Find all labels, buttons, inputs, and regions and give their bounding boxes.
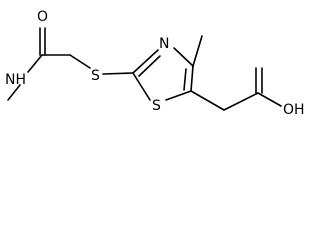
ch2-carboxyl-bond <box>223 92 259 111</box>
ring-methyl-bond <box>192 35 203 67</box>
ring-c4-c5-double-bond-b <box>183 68 187 91</box>
ring-sulfur-label: S <box>152 98 161 114</box>
s-c2-bond <box>102 72 134 75</box>
chemical-structure: O NH S N S OH <box>5 9 305 118</box>
n-methyl-bond <box>7 84 21 101</box>
ring-c2-n3-double-bond-b <box>138 55 161 77</box>
ring-n3-c4-bond <box>173 47 194 67</box>
amide-n-c-bond <box>27 54 43 73</box>
ch2-s-bond <box>69 54 91 69</box>
ring-s1-c2-bond <box>132 72 151 101</box>
carbonyl-oxygen-label: O <box>37 9 48 25</box>
ring-ch2-bond <box>190 90 225 111</box>
ring-c5-s1-bond <box>165 90 192 101</box>
thioether-sulfur-label: S <box>91 68 100 84</box>
ring-c2-n3-double-bond-a <box>132 49 159 74</box>
amide-nitrogen-label: NH <box>5 72 26 88</box>
ring-c4-c5-double-bond-a <box>190 65 194 92</box>
hydroxyl-label: OH <box>283 102 305 118</box>
carboxyl-oh-bond <box>257 92 282 107</box>
ring-nitrogen-label: N <box>159 36 169 52</box>
